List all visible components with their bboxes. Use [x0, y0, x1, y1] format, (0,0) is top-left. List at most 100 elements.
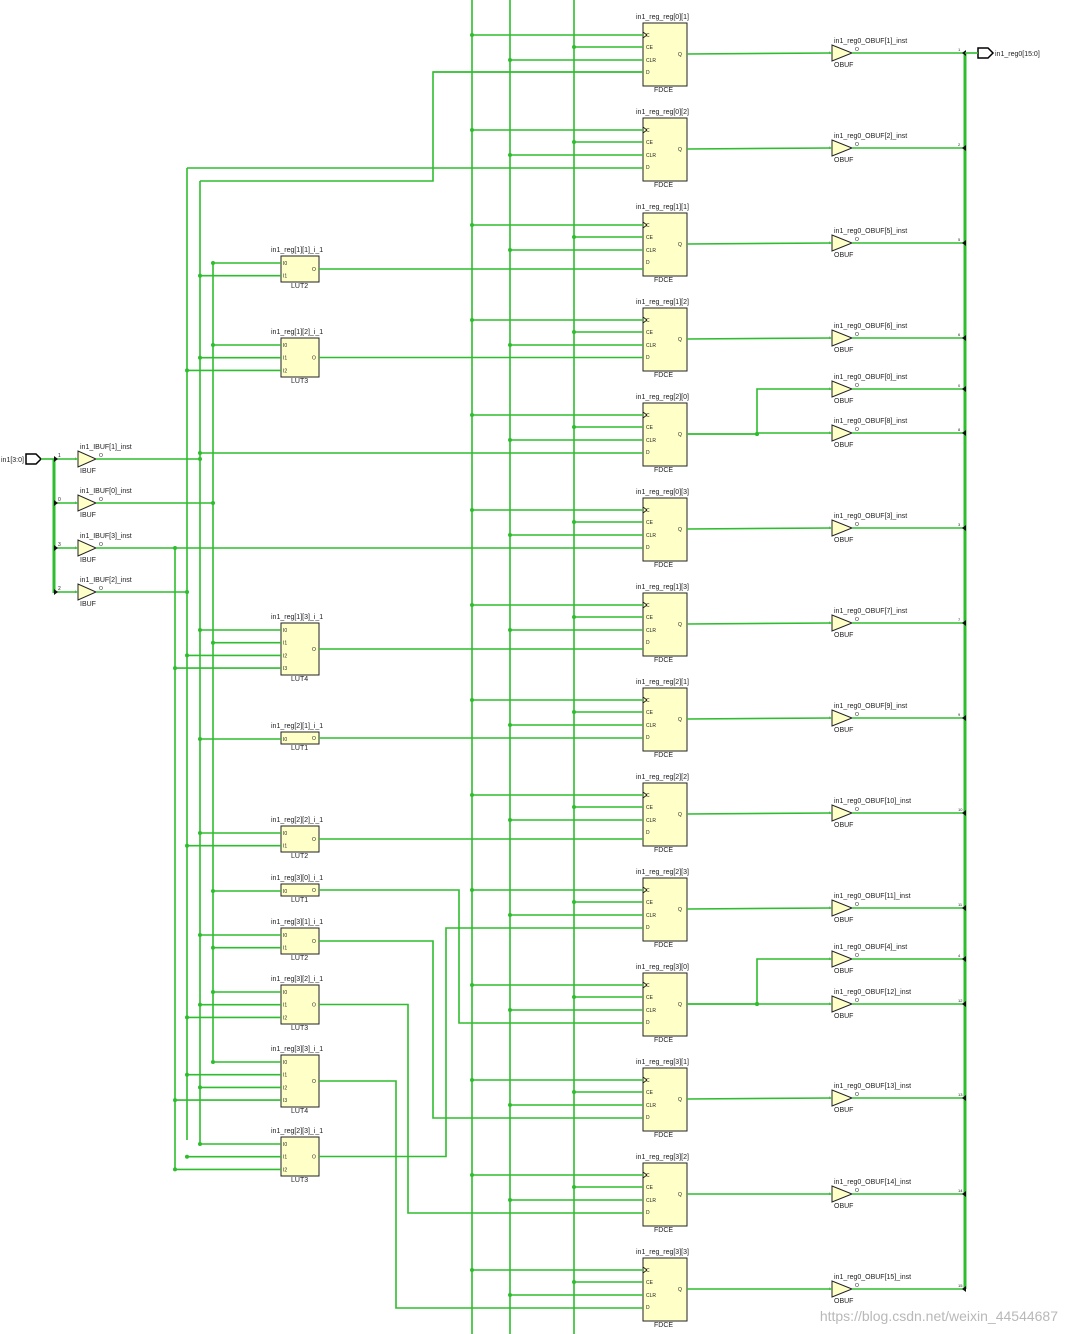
output-port[interactable]: in1_reg0[15:0]	[977, 47, 1040, 59]
lut-type: LUT3	[291, 1177, 308, 1184]
fdce-pin-d: D	[646, 450, 650, 456]
obuf-name: in1_reg0_OBUF[1]_inst	[834, 38, 907, 45]
lut-pin-i0: I0	[283, 1060, 287, 1066]
lut-pin-i1: I1	[283, 946, 287, 952]
wire-junction	[572, 1090, 576, 1094]
fdce-type: FDCE	[654, 1322, 673, 1329]
wire-junction	[572, 425, 576, 429]
bus-tap-arrow-icon	[962, 1286, 966, 1292]
fdce-type: FDCE	[654, 752, 673, 759]
wire-junction	[470, 413, 474, 417]
obuf-bit-label: 10	[958, 807, 963, 812]
lut-pin-o: O	[312, 1155, 316, 1161]
obuf-pin-out: O	[855, 1188, 859, 1194]
bus-tap-arrow-icon	[54, 589, 58, 595]
fdce-pin-q: Q	[678, 812, 682, 818]
lut-type: LUT3	[291, 1025, 308, 1032]
fdce-name: in1_reg_reg[2][2]	[636, 774, 689, 781]
fdce-pin-ce: CE	[646, 615, 654, 621]
wire-junction	[173, 1098, 177, 1103]
wire-junction	[173, 1167, 177, 1172]
obuf-pin-out: O	[855, 522, 859, 528]
clock-pin-icon	[642, 126, 648, 134]
fdce-pin-clr: CLR	[646, 723, 656, 729]
wire-junction	[198, 628, 202, 632]
wire-junction	[470, 603, 474, 607]
lut-pin-i1: I1	[283, 356, 287, 362]
input-port[interactable]: in1[3:0]	[1, 453, 43, 465]
buffer-triangle-icon	[831, 1185, 854, 1203]
fdce-pin-c: C	[646, 508, 650, 514]
ibuf-bit-label: 0	[58, 497, 61, 503]
wire-junction	[508, 818, 512, 822]
wire-junction	[572, 45, 576, 49]
wire-junction	[198, 1002, 202, 1007]
net-q	[686, 52, 833, 55]
lut-pin-i1: I1	[283, 274, 287, 280]
lut-name: in1_reg[1][1]_i_1	[271, 247, 323, 254]
net-d	[319, 1080, 643, 1309]
obuf-bit-label: 12	[958, 998, 963, 1003]
wire-junction	[211, 1060, 215, 1064]
wire-junction	[198, 1085, 202, 1090]
obuf-bit-label: 3	[958, 522, 961, 527]
clock-pin-icon	[642, 1076, 648, 1084]
bus-tap-arrow-icon	[962, 50, 966, 56]
obuf-pin-out: O	[855, 142, 859, 148]
buffer-triangle-icon	[77, 494, 98, 512]
fdce-type: FDCE	[654, 87, 673, 94]
lut-pin-i2: I2	[283, 1085, 287, 1091]
lut-pin-i1: I1	[283, 844, 287, 850]
fdce-body	[642, 402, 688, 467]
wire-junction	[185, 1154, 189, 1159]
lut-type: LUT1	[291, 897, 308, 904]
lut-pin-i0: I0	[283, 628, 287, 634]
wire-junction	[572, 140, 576, 144]
fdce-pin-c: C	[646, 793, 650, 799]
wire-junction	[508, 723, 512, 727]
bus-tap-arrow-icon	[962, 905, 966, 911]
obuf-name: in1_reg0_OBUF[5]_inst	[834, 228, 907, 235]
lut-pin-o: O	[312, 267, 316, 273]
fdce-body	[642, 1067, 688, 1132]
obuf-bit-label: 5	[958, 237, 961, 242]
lut-pin-i3: I3	[283, 666, 287, 672]
ibuf-bit-label: 2	[58, 586, 61, 592]
lut-pin-i0: I0	[283, 737, 287, 743]
lut-name: in1_reg[1][2]_i_1	[271, 329, 323, 336]
fdce-pin-clr: CLR	[646, 818, 656, 824]
wire-junction	[185, 843, 189, 848]
fdce-pin-ce: CE	[646, 330, 654, 336]
obuf-bit-label: 9	[958, 712, 961, 717]
obuf-name: in1_reg0_OBUF[6]_inst	[834, 323, 907, 330]
wire-junction	[572, 520, 576, 524]
wire-junction	[508, 1293, 512, 1297]
fdce-name: in1_reg_reg[2][1]	[636, 679, 689, 686]
lut-name: in1_reg[2][1]_i_1	[271, 723, 323, 730]
